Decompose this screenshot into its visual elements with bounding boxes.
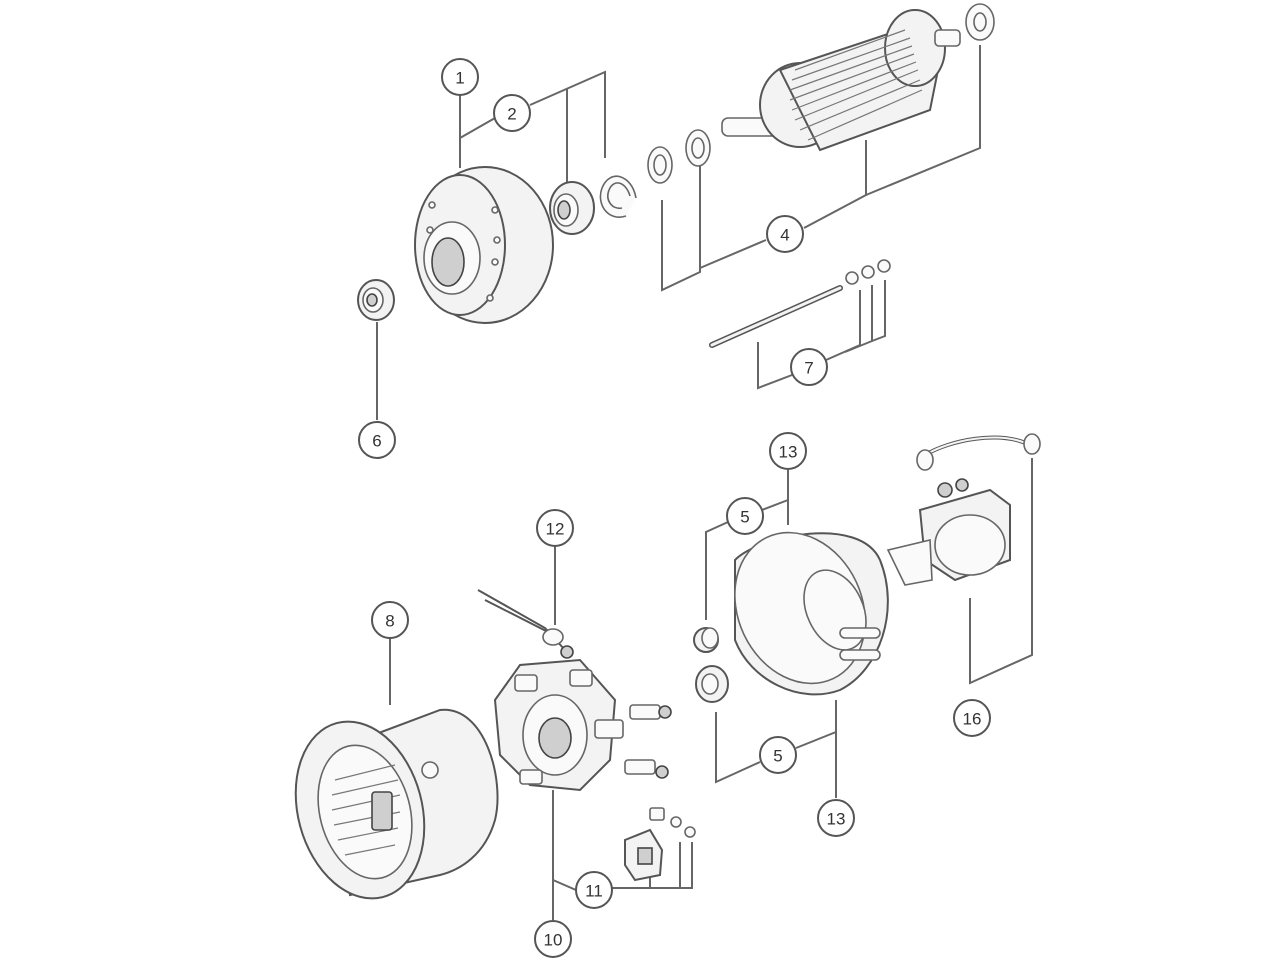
callout-16: 16 bbox=[953, 699, 991, 737]
callout-1: 1 bbox=[441, 58, 479, 96]
callout-10-label: 10 bbox=[544, 931, 563, 950]
leader-7d bbox=[871, 280, 886, 342]
callout-5-bottom: 5 bbox=[759, 736, 797, 774]
through-bolt bbox=[709, 259, 891, 348]
callout-6: 6 bbox=[358, 421, 396, 459]
thrust-washer bbox=[965, 3, 995, 41]
callout-1-label: 1 bbox=[455, 69, 464, 88]
solenoid-switch bbox=[886, 433, 1041, 586]
callout-5-top-label: 5 bbox=[740, 508, 749, 527]
leader-4 bbox=[661, 165, 701, 292]
callout-5-top: 5 bbox=[726, 497, 764, 535]
callout-7: 7 bbox=[790, 348, 828, 386]
callout-7-label: 7 bbox=[804, 359, 813, 378]
leader-11d bbox=[680, 842, 693, 889]
callout-2: 2 bbox=[493, 94, 531, 132]
callout-6-label: 6 bbox=[372, 432, 381, 451]
leader-4b bbox=[699, 239, 767, 269]
leader-11 bbox=[552, 879, 577, 891]
brush-set bbox=[624, 807, 696, 882]
wire-lead bbox=[477, 589, 574, 659]
callout-2-label: 2 bbox=[507, 105, 516, 124]
leader-5b2 bbox=[795, 731, 837, 749]
leader-7c bbox=[844, 285, 873, 353]
drive-end-housing bbox=[414, 166, 554, 324]
armature-windings bbox=[789, 29, 923, 141]
field-housing bbox=[294, 708, 499, 900]
callout-5-bottom-label: 5 bbox=[773, 747, 782, 766]
leader-2 bbox=[459, 117, 496, 139]
callout-11: 11 bbox=[575, 871, 613, 909]
bushing bbox=[693, 627, 719, 653]
leader-5b bbox=[715, 712, 761, 784]
bearing bbox=[549, 181, 595, 235]
leader-7b bbox=[825, 290, 861, 361]
callout-13-top: 13 bbox=[769, 432, 807, 470]
leader-4d bbox=[865, 45, 981, 196]
callout-4: 4 bbox=[766, 215, 804, 253]
callout-12-label: 12 bbox=[546, 520, 565, 539]
callout-10: 10 bbox=[534, 920, 572, 958]
callout-13-top-label: 13 bbox=[779, 443, 798, 462]
leader-2b bbox=[529, 70, 606, 158]
leader-lines bbox=[376, 45, 1033, 920]
leader-4c bbox=[803, 140, 867, 229]
leader-16 bbox=[969, 458, 1033, 685]
callout-4-label: 4 bbox=[780, 226, 789, 245]
shaft-seal bbox=[357, 279, 395, 321]
callout-8-label: 8 bbox=[385, 612, 394, 631]
callout-11-label: 11 bbox=[585, 882, 603, 901]
bushing-seal bbox=[695, 665, 729, 703]
callouts: 1 2 4 7 6 13 5 12 bbox=[358, 58, 991, 958]
brush-holder-plate bbox=[493, 658, 672, 792]
circlip-2 bbox=[685, 129, 711, 167]
leader-5a2 bbox=[705, 521, 729, 620]
callout-8: 8 bbox=[371, 601, 409, 639]
callout-12: 12 bbox=[536, 509, 574, 547]
callout-13-bottom: 13 bbox=[817, 799, 855, 837]
armature bbox=[721, 9, 961, 152]
leader-7 bbox=[757, 342, 793, 390]
commutator-end-cover bbox=[734, 531, 889, 696]
callout-13-bottom-label: 13 bbox=[827, 810, 846, 829]
circlip-1 bbox=[647, 146, 673, 184]
retaining-ring bbox=[599, 175, 637, 218]
callout-16-label: 16 bbox=[963, 710, 982, 729]
leader-5a bbox=[761, 499, 789, 511]
